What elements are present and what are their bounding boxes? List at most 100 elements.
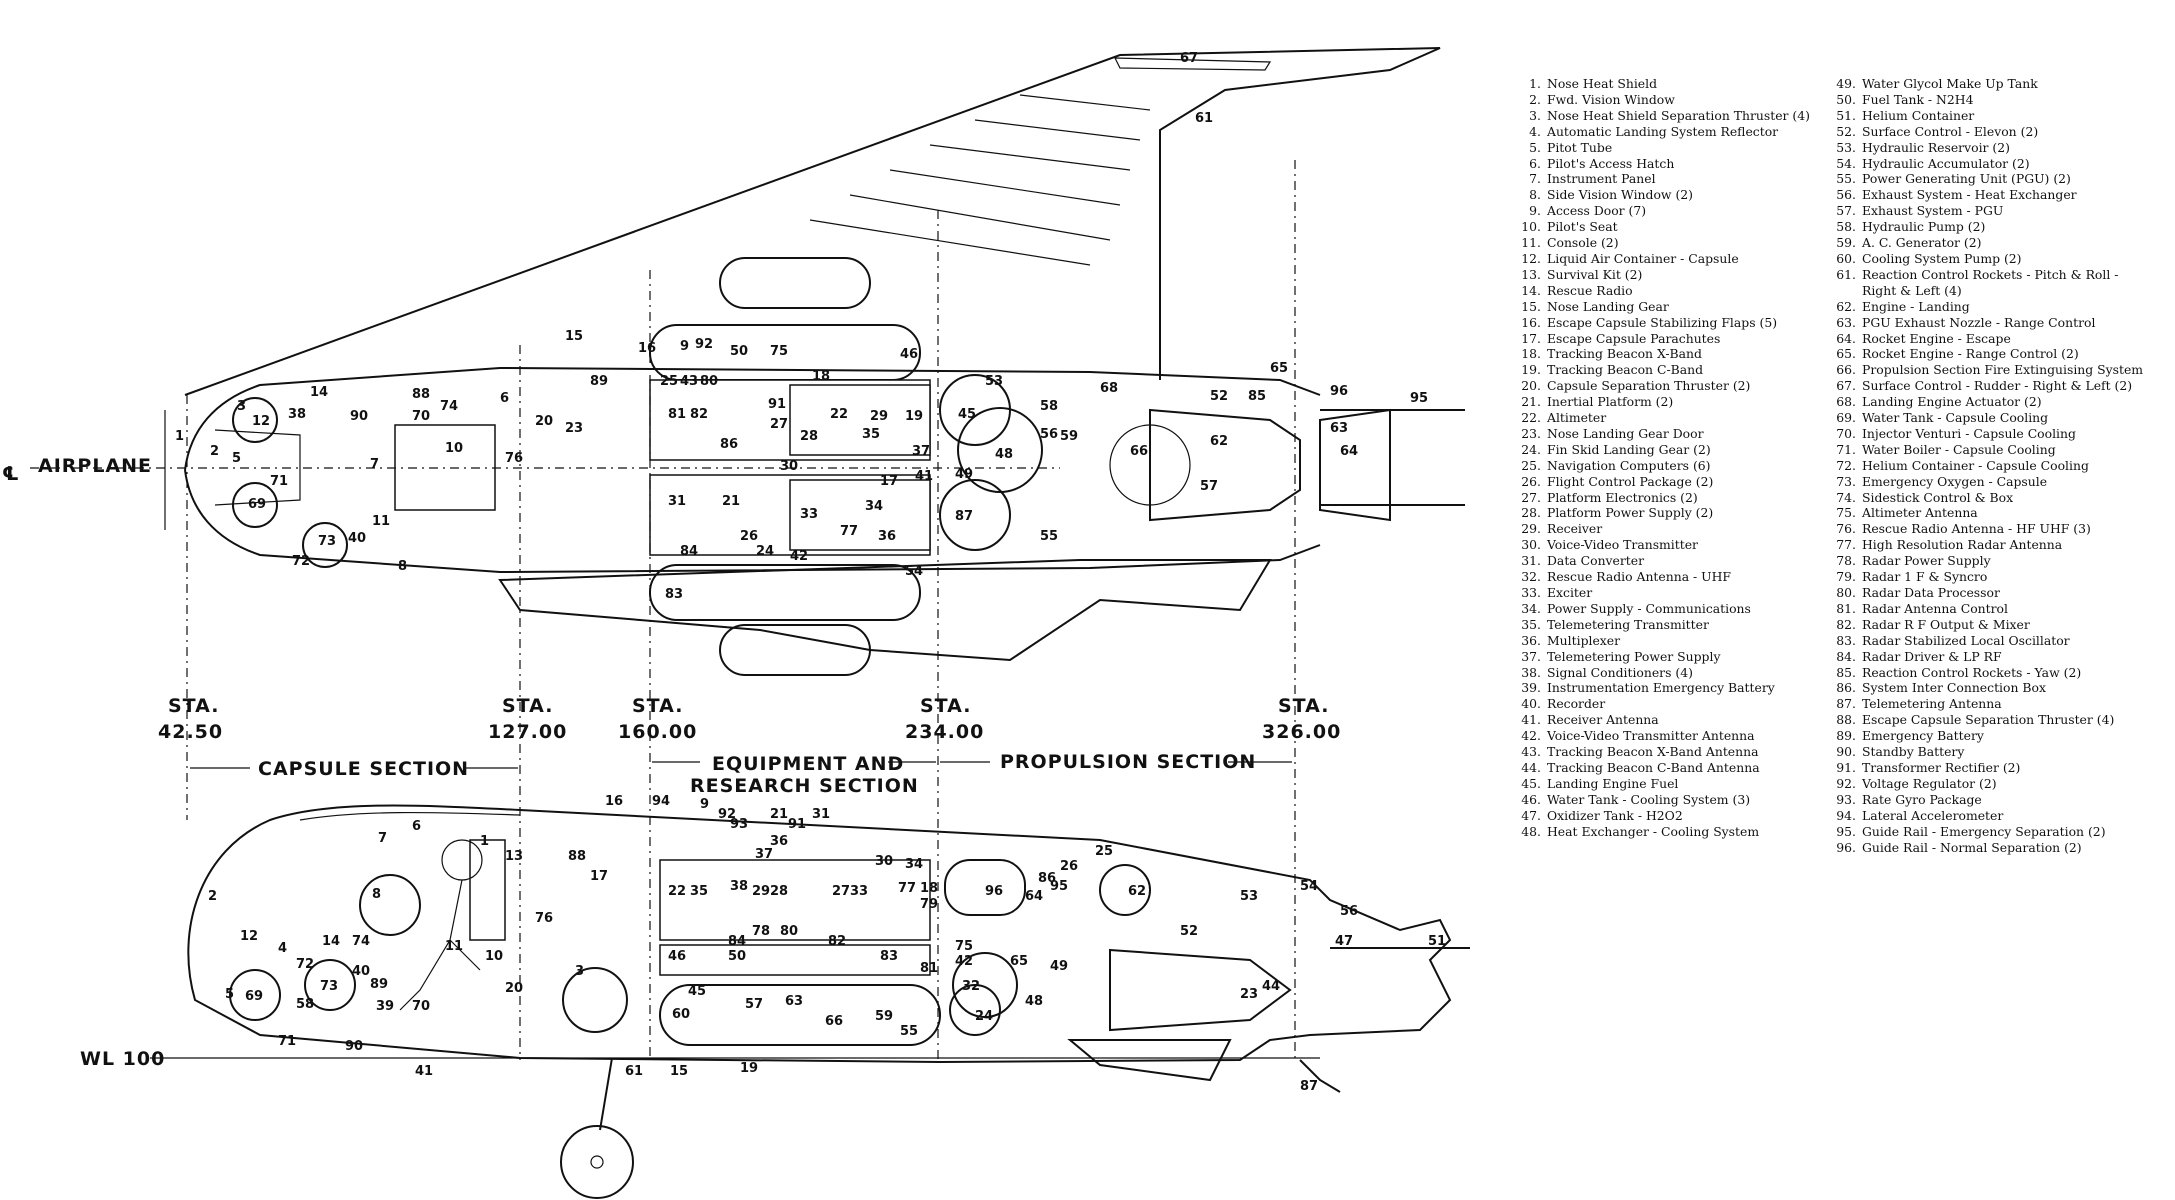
callout: 82 <box>828 934 846 949</box>
callout: 21 <box>722 494 740 509</box>
legend-item-text: System Inter Connection Box <box>1862 680 2046 696</box>
legend-item-text: Fuel Tank - N2H4 <box>1862 91 1974 107</box>
callout: 48 <box>1025 994 1043 1009</box>
legend-item-text: Platform Electronics (2) <box>1547 489 1698 505</box>
legend-item-text: Exhaust System - PGU <box>1862 203 2004 219</box>
callout: 72 <box>292 554 310 569</box>
legend-item: 92.Voltage Regulator (2) <box>1830 776 2143 792</box>
legend-item: 8.Side Vision Window (2) <box>1515 187 1810 203</box>
fire-extinguisher-side <box>1099 864 1151 916</box>
engine-chamber <box>1109 424 1191 506</box>
legend-item: 60.Cooling System Pump (2) <box>1830 251 2143 267</box>
legend-item: 17.Escape Capsule Parachutes <box>1515 331 1810 347</box>
legend-item: 44.Tracking Beacon C-Band Antenna <box>1515 760 1810 776</box>
legend-item: 33.Exciter <box>1515 585 1810 601</box>
legend-item: 14.Rescue Radio <box>1515 283 1810 299</box>
legend-item-number: 35. <box>1521 616 1541 632</box>
legend-item: 37.Telemetering Power Supply <box>1515 649 1810 665</box>
legend-item-text: Recorder <box>1547 696 1606 712</box>
legend-item-number: 78. <box>1836 553 1856 569</box>
callout: 19 <box>905 409 923 424</box>
callout: 74 <box>440 399 458 414</box>
callout: 94 <box>652 794 670 809</box>
callout: 12 <box>240 929 258 944</box>
legend-item: 27.Platform Electronics (2) <box>1515 490 1810 506</box>
legend-item: 94.Lateral Accelerometer <box>1830 808 2143 824</box>
legend-item-number: 15. <box>1521 298 1541 314</box>
legend-item: 24.Fin Skid Landing Gear (2) <box>1515 442 1810 458</box>
section-labels: CAPSULE SECTION EQUIPMENT AND RESEARCH S… <box>190 751 1292 797</box>
callout: 16 <box>605 794 623 809</box>
capsule-nose-internal <box>214 429 301 506</box>
callout: 27 <box>770 417 788 432</box>
callout: 13 <box>505 849 523 864</box>
legend-item: 51.Helium Container <box>1830 108 2143 124</box>
legend-item-number: 57. <box>1836 203 1856 219</box>
callout: 95 <box>1050 879 1068 894</box>
fuselage-side-outline <box>187 804 1452 1064</box>
legend-item-number: 48. <box>1521 823 1541 839</box>
legend-item-number: 40. <box>1521 696 1541 712</box>
legend-item-text: Automatic Landing System Reflector <box>1547 123 1779 139</box>
legend-item-text: PGU Exhaust Nozzle - Range Control <box>1862 314 2096 330</box>
fuel-tank-top <box>957 407 1043 493</box>
legend-item: 7.Instrument Panel <box>1515 171 1810 187</box>
legend-item: 86.System Inter Connection Box <box>1830 680 2143 696</box>
callout: 10 <box>485 949 503 964</box>
station-value: 127.00 <box>488 721 567 743</box>
callout: 80 <box>780 924 798 939</box>
legend-item: 83.Radar Stabilized Local Oscillator <box>1830 633 2143 649</box>
skid-gear <box>1299 1059 1341 1093</box>
callout: 52 <box>1180 924 1198 939</box>
callout: 53 <box>1240 889 1258 904</box>
legend-item-number: 61. <box>1836 266 1856 282</box>
legend-item: 77.High Resolution Radar Antenna <box>1830 537 2143 553</box>
callout: 48 <box>995 447 1013 462</box>
legend-item: 87.Telemetering Antenna <box>1830 696 2143 712</box>
legend-item-number: 68. <box>1836 394 1856 410</box>
legend-item-number: 47. <box>1521 807 1541 823</box>
engine-side <box>1109 948 1292 1032</box>
nose-wheel-extended <box>560 1125 634 1199</box>
legend-item-number: 88. <box>1836 712 1856 728</box>
legend-item-number: 20. <box>1521 378 1541 394</box>
legend-item-text: Radar Driver & LP RF <box>1862 648 2002 664</box>
callout: 65 <box>1270 361 1288 376</box>
callout: 87 <box>955 509 973 524</box>
callout: 49 <box>955 467 973 482</box>
callout: 58 <box>296 997 314 1012</box>
callout: 62 <box>1128 884 1146 899</box>
callout: 83 <box>665 587 683 602</box>
legend-item-number: 84. <box>1836 648 1856 664</box>
callout: 55 <box>900 1024 918 1039</box>
callout: 44 <box>1262 979 1280 994</box>
callout: 88 <box>568 849 586 864</box>
legend-item-number: 90. <box>1836 744 1856 760</box>
side-view-callouts-b: 9 93 31 91 36 37 25 86 26 30 34 22 35 38… <box>668 797 1113 1022</box>
legend-item-number: 5. <box>1529 139 1541 155</box>
legend-item-number: 67. <box>1836 378 1856 394</box>
legend-item-text: Radar Stabilized Local Oscillator <box>1862 632 2070 648</box>
legend-item: 10.Pilot's Seat <box>1515 219 1810 235</box>
legend-item: 56.Exhaust System - Heat Exchanger <box>1830 187 2143 203</box>
legend-item-number: 19. <box>1521 362 1541 378</box>
callout: 92 <box>695 337 713 352</box>
legend-item-number: 44. <box>1521 759 1541 775</box>
legend-item-text: Cooling System Pump (2) <box>1862 250 2022 266</box>
callout: 90 <box>350 409 368 424</box>
legend-item-number: 81. <box>1836 600 1856 616</box>
legend-item: 16.Escape Capsule Stabilizing Flaps (5) <box>1515 315 1810 331</box>
legend-item: 36.Multiplexer <box>1515 633 1810 649</box>
callout: 71 <box>270 474 288 489</box>
capsule-tank-side <box>229 969 281 1021</box>
callout: 45 <box>688 984 706 999</box>
oxidizer-tank-side <box>952 952 1018 1018</box>
legend-item-number: 25. <box>1521 457 1541 473</box>
legend-item: 89.Emergency Battery <box>1830 728 2143 744</box>
callout: 81 <box>668 407 686 422</box>
legend-item: Right & Left (4) <box>1830 283 2143 299</box>
side-view: WL 100 2 12 4 5 69 72 58 73 71 14 40 74 … <box>80 794 1470 1199</box>
legend-item: 50.Fuel Tank - N2H4 <box>1830 92 2143 108</box>
legend-item-number: 49. <box>1836 76 1856 91</box>
legend-item-text: Heat Exchanger - Cooling System <box>1547 823 1760 839</box>
